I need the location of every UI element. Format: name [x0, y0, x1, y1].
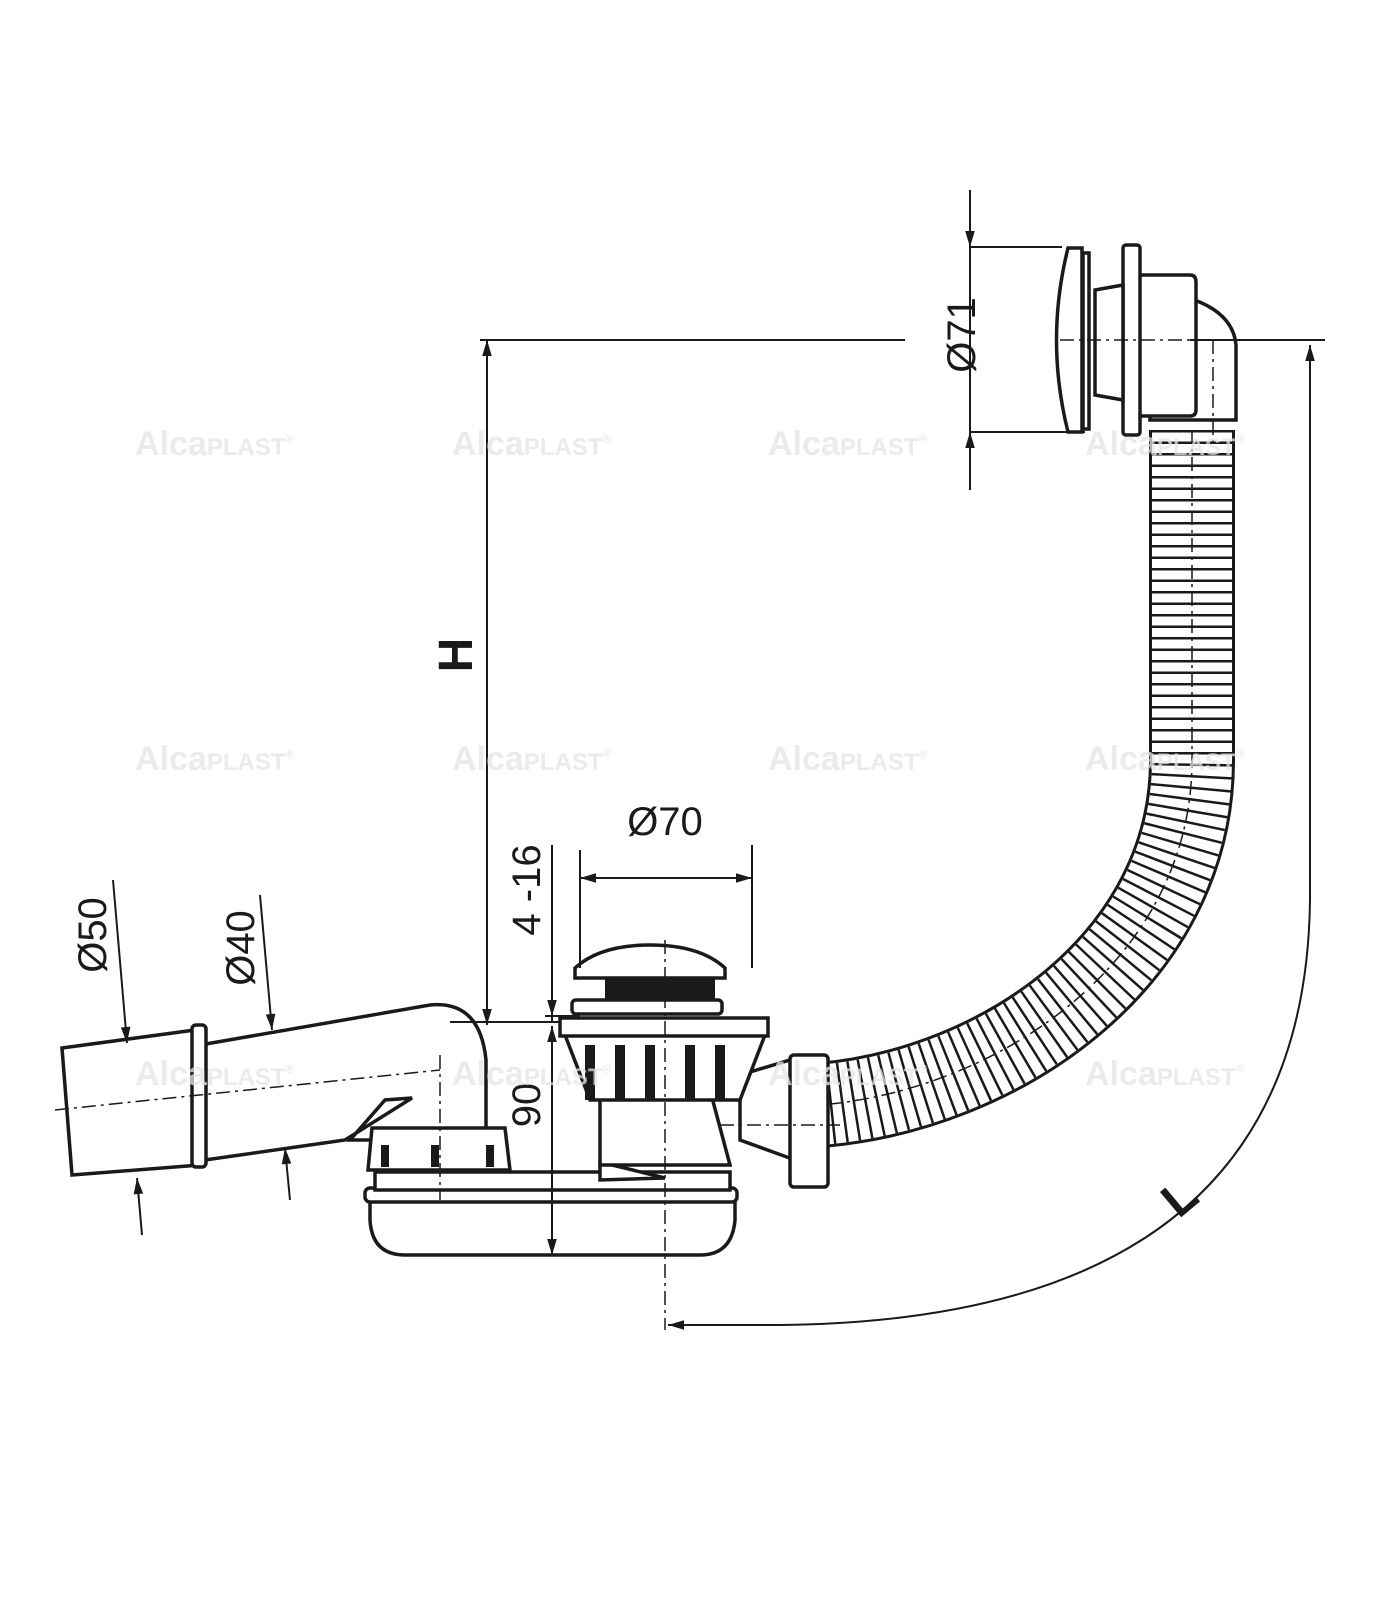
trap-body [363, 940, 840, 1330]
alcaplast-watermark: AlcaPLAST® [768, 1055, 928, 1093]
watermark-group: AlcaPLAST® AlcaPLAST® AlcaPLAST® AlcaPLAST®… [135, 425, 1245, 1093]
alcaplast-watermark: AlcaPLAST® [135, 425, 295, 463]
alcaplast-watermark: AlcaPLAST® [452, 425, 612, 463]
dimension-lines [112, 190, 1325, 1330]
alcaplast-watermark: AlcaPLAST® [768, 425, 928, 463]
outlet-pipe [54, 1002, 488, 1177]
alcaplast-watermark: AlcaPLAST® [1085, 425, 1245, 463]
alcaplast-watermark: AlcaPLAST® [452, 740, 612, 778]
label-height: H [430, 638, 483, 673]
label-length: L [1152, 1168, 1209, 1227]
alcaplast-watermark: AlcaPLAST® [452, 1055, 612, 1093]
label-plug-lift: 4 -16 [505, 844, 549, 935]
alcaplast-watermark: AlcaPLAST® [1085, 740, 1245, 778]
alcaplast-watermark: AlcaPLAST® [135, 1055, 295, 1093]
alcaplast-watermark: AlcaPLAST® [768, 740, 928, 778]
overflow-head [1054, 243, 1238, 445]
label-trap-height: 90 [505, 1083, 549, 1128]
label-overflow-diameter: Ø71 [940, 297, 984, 373]
label-outlet-outer: Ø50 [71, 897, 115, 973]
alcaplast-watermark: AlcaPLAST® [1085, 1055, 1245, 1093]
alcaplast-watermark: AlcaPLAST® [135, 740, 295, 778]
label-plug-diameter: Ø70 [627, 800, 703, 844]
label-outlet-inner: Ø40 [219, 910, 263, 986]
